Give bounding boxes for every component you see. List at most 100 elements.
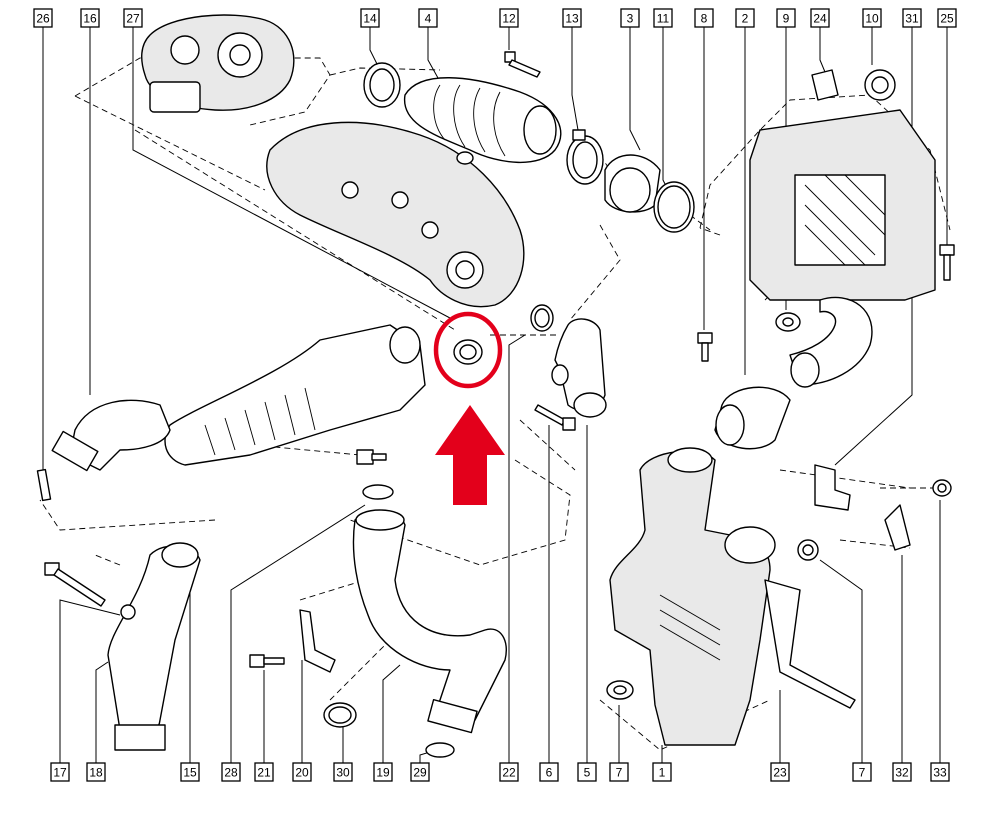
label-box — [652, 762, 672, 782]
label-number: 15 — [183, 766, 197, 780]
part-15-bolt — [356, 449, 387, 465]
label-box — [180, 762, 200, 782]
label-box — [333, 762, 353, 782]
part-20-bracket — [299, 609, 336, 673]
part-7-grommet-top — [797, 539, 819, 561]
label-number: 10 — [865, 12, 879, 26]
bottom-label-1: 1 — [652, 762, 672, 782]
label-box — [86, 762, 106, 782]
label-number: 20 — [295, 766, 309, 780]
bottom-label-33: 33 — [930, 762, 950, 782]
bottom-label-7: 7 — [852, 762, 872, 782]
assembly-dashed-outlines — [39, 57, 951, 751]
part-7-grommet-bottom — [606, 680, 634, 700]
label-number: 18 — [89, 766, 103, 780]
label-box — [499, 762, 519, 782]
part-33-nut — [932, 479, 952, 497]
label-box — [539, 762, 559, 782]
label-number: 1 — [659, 766, 666, 780]
part-3-pipe-adapter — [604, 154, 661, 213]
label-number: 6 — [546, 766, 553, 780]
top-label-3: 3 — [620, 8, 640, 28]
top-label-26: 26 — [33, 8, 53, 28]
label-number: 32 — [895, 766, 909, 780]
label-box — [254, 762, 274, 782]
label-number: 24 — [813, 12, 827, 26]
part-25-bolt — [939, 244, 955, 281]
part-19-lower-hose — [352, 509, 507, 734]
part-6-screw — [534, 404, 576, 431]
label-number: 27 — [126, 12, 140, 26]
highlight-arrow — [435, 405, 505, 505]
bottom-label-20: 20 — [292, 762, 312, 782]
label-number: 11 — [657, 12, 670, 26]
top-label-12: 12 — [499, 8, 519, 28]
label-box — [852, 762, 872, 782]
part-26-bolt — [36, 468, 52, 502]
bottom-label-22: 22 — [499, 762, 519, 782]
part-turbocharger — [141, 14, 295, 113]
label-number: 22 — [502, 766, 516, 780]
top-label-2: 2 — [735, 8, 755, 28]
label-number: 8 — [701, 12, 708, 26]
label-box — [292, 762, 312, 782]
label-box — [50, 762, 70, 782]
part-4-air-hose — [404, 77, 562, 165]
bottom-label-29: 29 — [410, 762, 430, 782]
label-number: 23 — [773, 766, 787, 780]
label-box — [123, 8, 143, 28]
label-number: 28 — [224, 766, 238, 780]
label-box — [902, 8, 922, 28]
label-box — [221, 762, 241, 782]
part-32-bracket — [884, 504, 911, 551]
part-17-bolt — [44, 562, 106, 607]
highlight-overlay — [433, 311, 505, 505]
label-box — [80, 8, 100, 28]
bottom-label-15: 15 — [180, 762, 200, 782]
label-box — [373, 762, 393, 782]
label-number: 25 — [940, 12, 954, 26]
part-21-bolt — [249, 654, 285, 668]
label-box — [892, 762, 912, 782]
bottom-label-32: 32 — [892, 762, 912, 782]
label-number: 33 — [933, 766, 947, 780]
part-22-ring-small — [530, 304, 554, 332]
label-number: 14 — [363, 12, 377, 26]
top-label-16: 16 — [80, 8, 100, 28]
part-11-o-ring — [653, 181, 695, 233]
part-18-pipe — [107, 542, 201, 751]
label-number: 19 — [376, 766, 390, 780]
top-label-31: 31 — [902, 8, 922, 28]
part-12-screw — [504, 51, 541, 78]
top-label-9: 9 — [776, 8, 796, 28]
part-14-clamp — [363, 62, 401, 108]
label-number: 7 — [859, 766, 866, 780]
part-1-air-duct — [609, 447, 776, 746]
bottom-label-28: 28 — [221, 762, 241, 782]
label-number: 9 — [783, 12, 790, 26]
part-28-gasket — [362, 484, 394, 500]
label-box — [653, 8, 673, 28]
bottom-label-17: 17 — [50, 762, 70, 782]
label-number: 13 — [565, 12, 579, 26]
label-box — [770, 762, 790, 782]
highlight-ring — [433, 311, 503, 389]
top-label-14: 14 — [360, 8, 380, 28]
part-16-hose — [51, 399, 171, 472]
label-box — [862, 8, 882, 28]
part-29-clip — [425, 742, 455, 758]
bottom-label-19: 19 — [373, 762, 393, 782]
label-number: 7 — [616, 766, 623, 780]
label-box — [776, 8, 796, 28]
label-number: 17 — [53, 766, 67, 780]
bottom-label-5: 5 — [577, 762, 597, 782]
label-box — [360, 8, 380, 28]
label-number: 30 — [336, 766, 350, 780]
label-number: 4 — [425, 12, 432, 26]
top-label-27: 27 — [123, 8, 143, 28]
part-2-sleeve — [714, 386, 791, 450]
label-box — [810, 8, 830, 28]
top-label-13: 13 — [562, 8, 582, 28]
label-box — [410, 762, 430, 782]
label-number: 31 — [905, 12, 919, 26]
